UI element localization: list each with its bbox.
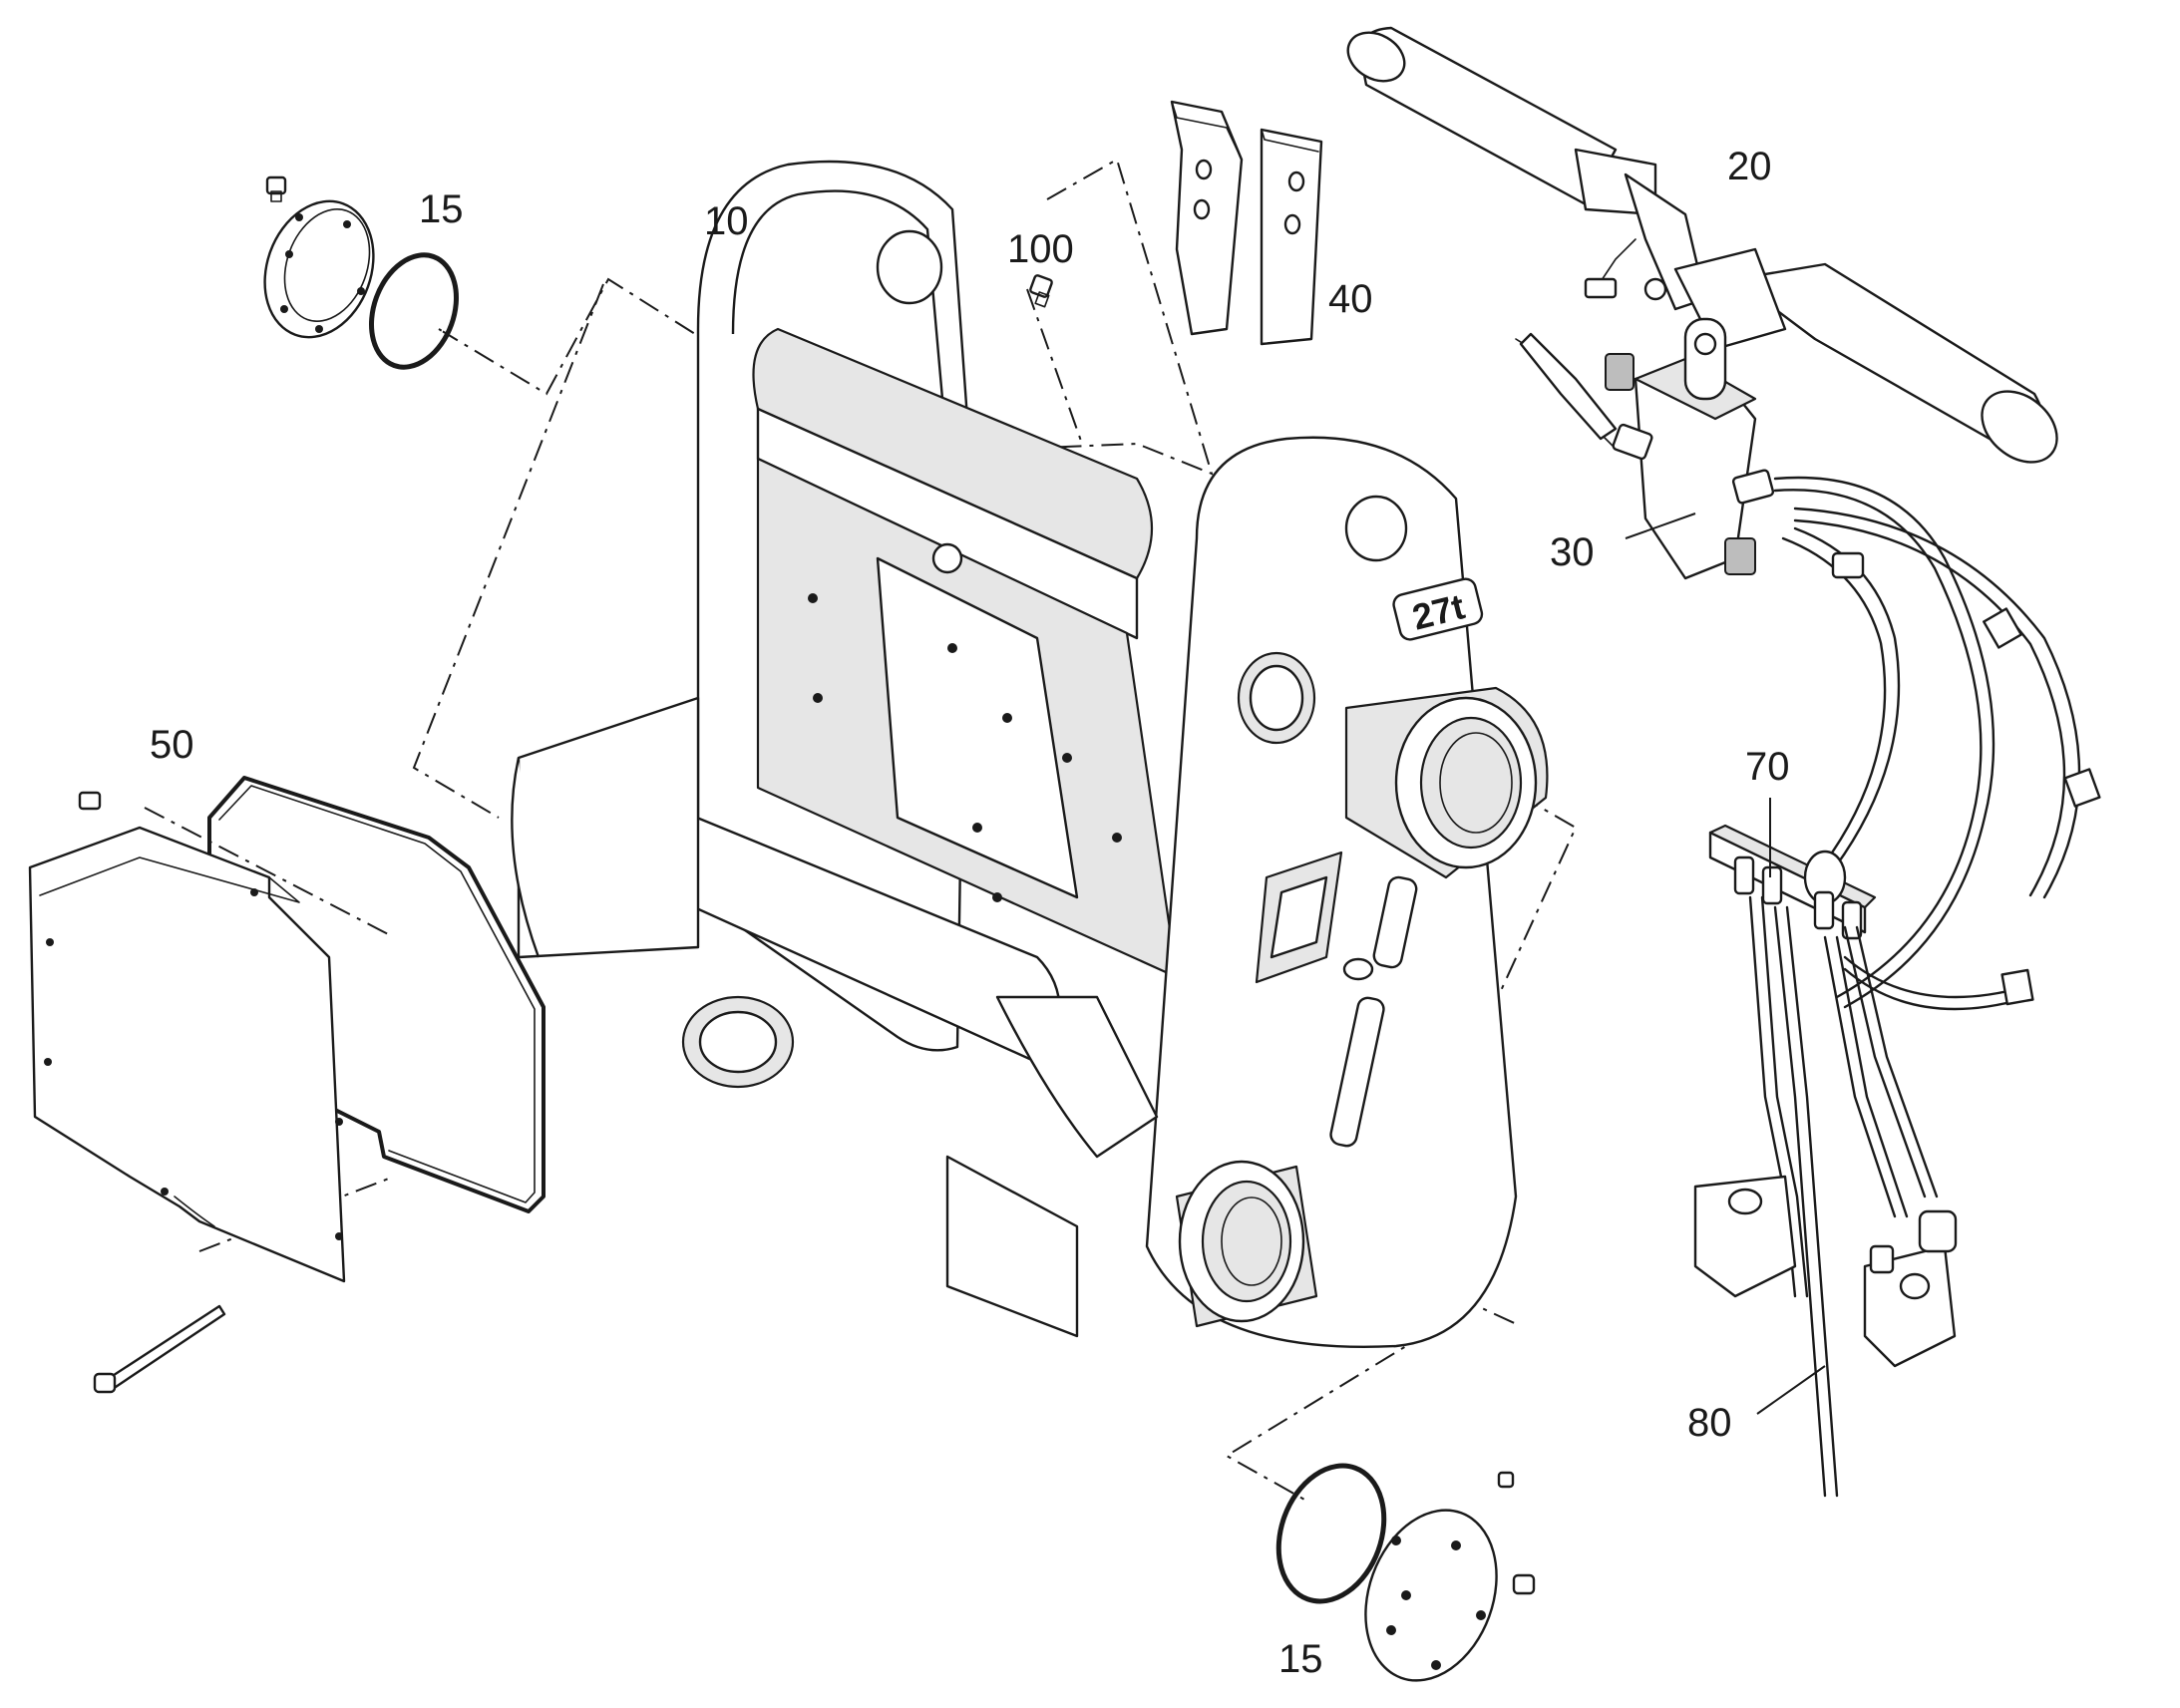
part-100-grease-nipple <box>1029 274 1053 308</box>
part-40-wear-pads <box>1170 100 1323 346</box>
assembly-line-100 <box>1026 288 1083 445</box>
assembly-line-40 <box>1016 158 1214 476</box>
callout-labels: 15 10 100 40 20 30 70 80 50 15 <box>150 145 1790 1681</box>
part-15-top-cover <box>263 175 460 370</box>
part-15-bottom-cover <box>1275 1463 1536 1682</box>
callout-50: 50 <box>150 723 194 767</box>
callout-20: 20 <box>1727 145 1772 188</box>
callout-80: 80 <box>1687 1401 1732 1445</box>
part-20-hydraulic-cylinders <box>1346 26 2058 464</box>
callout-40: 40 <box>1328 277 1373 321</box>
callout-15-bottom: 15 <box>1278 1637 1323 1681</box>
callout-15-top: 15 <box>419 187 464 231</box>
assembly-line-50 <box>412 283 604 819</box>
part-30-valve-block <box>1515 317 1775 580</box>
callout-10: 10 <box>704 199 749 243</box>
callout-100: 100 <box>1007 227 1074 271</box>
callout-30: 30 <box>1550 530 1595 574</box>
callout-70: 70 <box>1745 745 1790 789</box>
part-50-cover-plate <box>28 776 545 1394</box>
assembly-line-15-top <box>438 277 704 396</box>
assembly-line-50-screw <box>144 807 395 938</box>
assembly-line-15-bottom <box>1225 752 1578 1502</box>
hydraulic-hose-bundle <box>1773 476 2101 1011</box>
part-10-main-frame: 27t <box>511 160 1549 1348</box>
part-70-manifold <box>1708 824 1877 940</box>
callout-leaders <box>1625 512 1826 1415</box>
part-80-hose-lines <box>1693 895 1958 1498</box>
